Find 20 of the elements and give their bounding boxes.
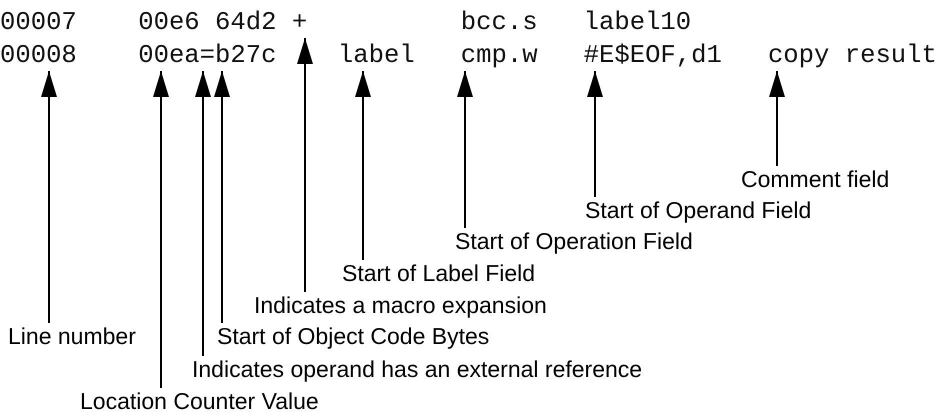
annotation-text: Line number xyxy=(8,325,136,348)
annotation-text: Indicates operand has an external reference xyxy=(192,358,642,381)
leader-arrow xyxy=(587,71,603,197)
annotation-text: Start of Operation Field xyxy=(455,230,693,253)
annotation-text: Start of Operand Field xyxy=(585,199,812,222)
annotation-text: Start of Label Field xyxy=(342,262,536,285)
leader-arrow xyxy=(355,71,371,260)
code-listing-line: 00008 00ea=b27c label cmp.w #E$EOF,d1 copy result xyxy=(0,43,937,69)
annotation-text: Start of Object Code Bytes xyxy=(217,325,490,348)
leader-arrow xyxy=(297,38,313,292)
leader-arrow xyxy=(41,71,57,323)
leader-arrow xyxy=(457,71,473,228)
leader-arrow xyxy=(195,71,211,356)
leader-arrow xyxy=(153,71,169,388)
annotation-text: Comment field xyxy=(741,168,890,191)
code-listing-line: 00007 00e6 64d2 + bcc.s label10 xyxy=(0,10,692,36)
leader-arrow xyxy=(769,71,785,166)
annotation-text: Indicates a macro expansion xyxy=(254,294,547,317)
annotation-text: Location Counter Value xyxy=(80,390,319,413)
leader-arrow xyxy=(214,71,230,323)
